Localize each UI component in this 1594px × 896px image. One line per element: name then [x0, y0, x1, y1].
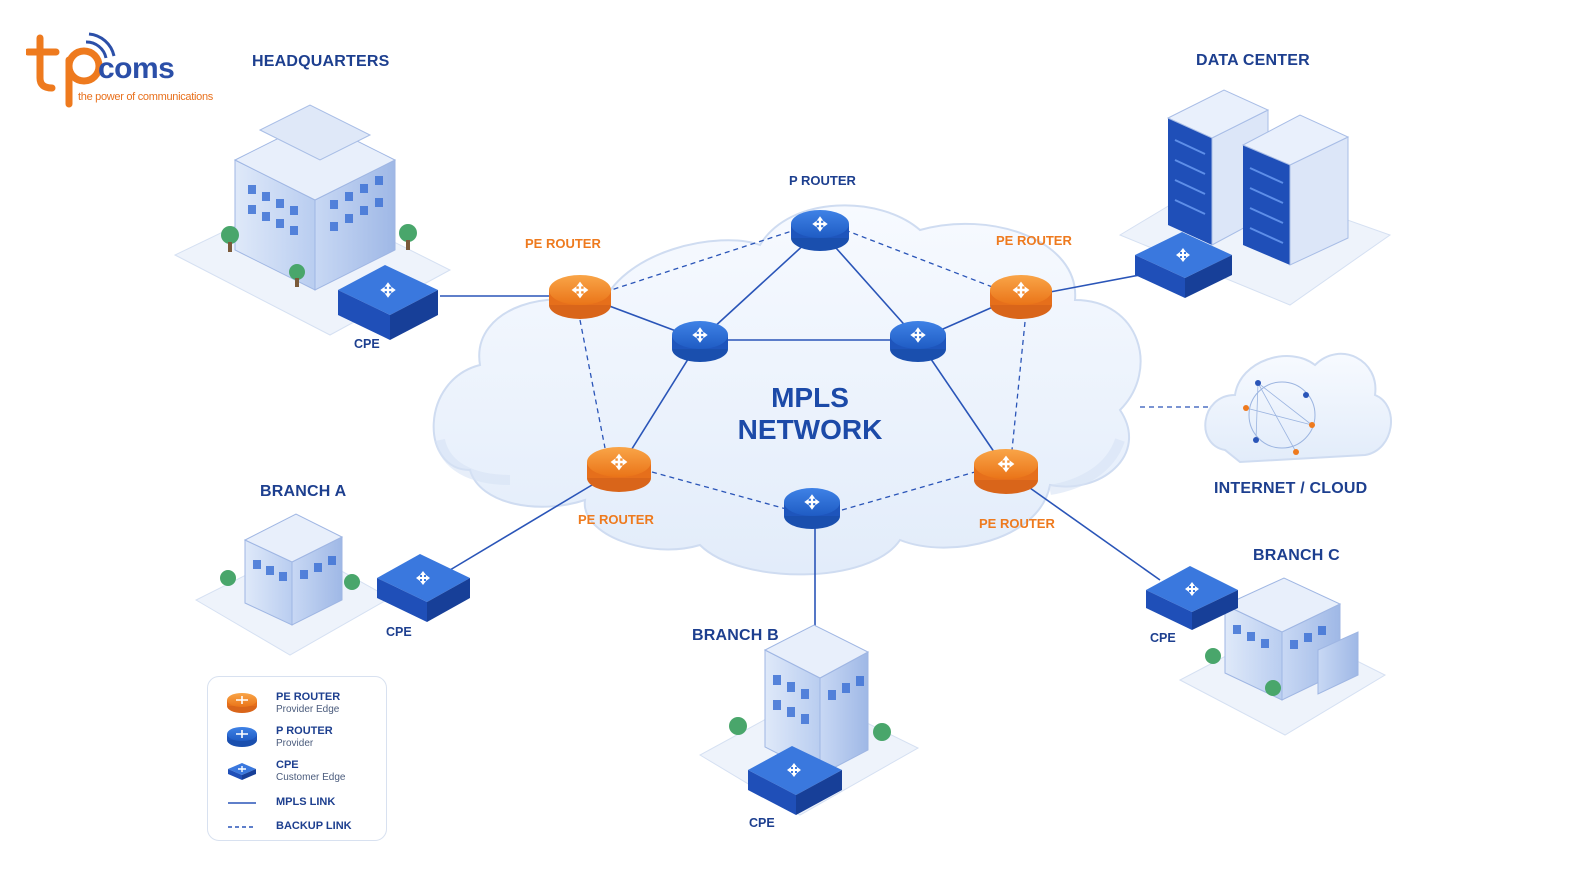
branch-c-building [1178, 577, 1387, 736]
internet-cloud-shape [1204, 352, 1392, 464]
backup-links [579, 229, 1208, 511]
label-headquarters: HEADQUARTERS [252, 53, 390, 70]
legend-pe-title: PE ROUTER [276, 691, 341, 703]
legend-p-router-icon [227, 727, 257, 747]
data-center-building [1118, 89, 1392, 306]
p-router-right [890, 321, 946, 362]
label-cpe-branch-b: CPE [749, 816, 775, 830]
label-pe-router-bottom-right: PE ROUTER [979, 516, 1055, 531]
legend-pe-subtitle: Provider Edge [276, 704, 340, 715]
label-pe-router-bottom-left: PE ROUTER [578, 512, 654, 527]
pe-router-top-right [990, 275, 1052, 319]
label-internet-cloud: INTERNET / CLOUD [1214, 480, 1368, 497]
legend-backup-link-line [228, 826, 256, 828]
cpe-device-hq [338, 265, 438, 340]
p-router-left [672, 321, 728, 362]
legend-p-subtitle: Provider [276, 738, 314, 749]
legend-cpe-subtitle: Customer Edge [276, 772, 346, 783]
label-pe-router-top-right: PE ROUTER [996, 233, 1072, 248]
label-cpe-hq: CPE [354, 337, 380, 351]
label-branch-b: BRANCH B [692, 627, 779, 644]
label-pe-router-top-left: PE ROUTER [525, 236, 601, 251]
p-router-top [791, 210, 849, 251]
p-router-bottom [784, 488, 840, 529]
legend-p-title: P ROUTER [276, 725, 333, 737]
cpe-device-data-center [1135, 232, 1232, 298]
pe-router-top-left [549, 275, 611, 319]
legend-item-backup-link: BACKUP LINK [220, 815, 380, 845]
tpcoms-logo: tp coms [24, 30, 216, 110]
tpcoms-logo-mark [24, 32, 116, 108]
cpe-device-branch-c [1146, 566, 1238, 630]
headquarters-building [173, 104, 452, 336]
label-branch-a: BRANCH A [260, 483, 347, 500]
legend-cpe-title: CPE [276, 759, 299, 771]
mpls-network-title: MPLS NETWORK [730, 382, 890, 446]
mpls-title-line2: NETWORK [737, 414, 883, 445]
label-branch-c: BRANCH C [1253, 547, 1340, 564]
pe-router-bottom-left [587, 447, 651, 492]
legend-mpls-link-line [228, 802, 256, 804]
label-p-router: P ROUTER [789, 173, 856, 188]
label-cpe-branch-c: CPE [1150, 631, 1176, 645]
legend-item-pe-router: PE ROUTER Provider Edge [220, 689, 380, 719]
legend-item-cpe: CPE Customer Edge [220, 757, 380, 787]
logo-brand-coms: coms [98, 52, 175, 85]
legend-backup-link-label: BACKUP LINK [276, 820, 352, 832]
mpls-links [440, 229, 1161, 630]
legend-panel: PE ROUTER Provider Edge P ROUTER Provide… [207, 676, 387, 841]
logo-tagline: the power of communications [78, 91, 213, 103]
label-cpe-branch-a: CPE [386, 625, 412, 639]
cpe-device-branch-b [748, 746, 842, 815]
cpe-device-branch-a [377, 554, 470, 622]
legend-item-mpls-link: MPLS LINK [220, 791, 380, 821]
legend-pe-router-icon [227, 693, 257, 713]
branch-a-building [194, 513, 392, 656]
legend-item-p-router: P ROUTER Provider [220, 723, 380, 753]
mpls-title-line1: MPLS [771, 382, 849, 413]
label-data-center: DATA CENTER [1196, 52, 1310, 69]
pe-router-bottom-right [974, 449, 1038, 494]
legend-mpls-link-label: MPLS LINK [276, 796, 336, 808]
legend-cpe-icon [228, 763, 256, 780]
